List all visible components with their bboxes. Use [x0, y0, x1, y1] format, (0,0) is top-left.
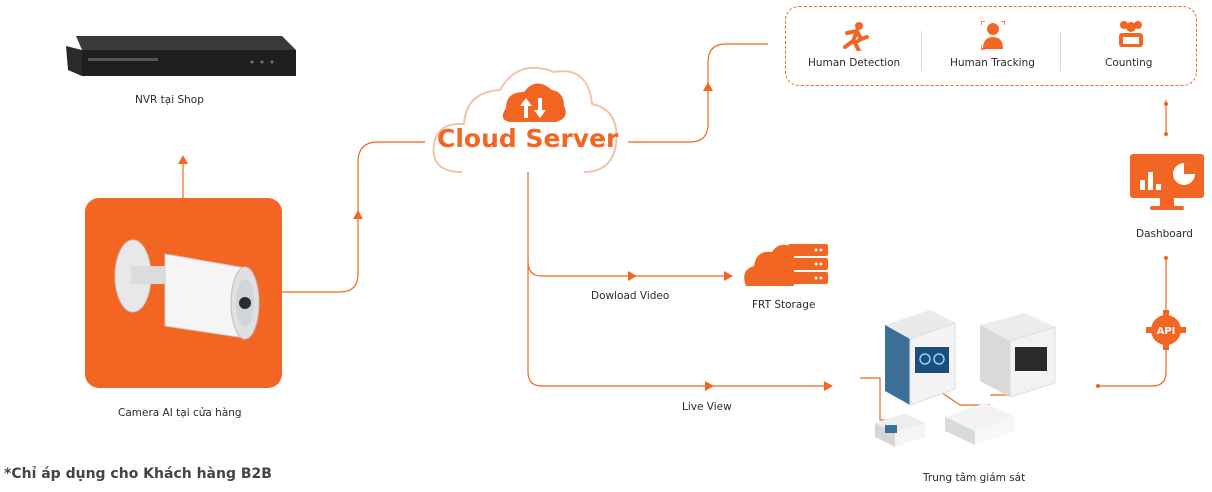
feature-divider — [1060, 31, 1061, 71]
dashboard-monitor-icon — [1130, 154, 1204, 210]
cloud-storage-icon — [744, 244, 828, 286]
storage-label: FRT Storage — [752, 299, 816, 311]
feature-label-counting: Counting — [1105, 57, 1153, 69]
nvr-label: NVR tại Shop — [135, 94, 204, 106]
camera-card — [85, 198, 282, 388]
camera-label: Camera AI tại cửa hàng — [118, 407, 242, 419]
group-count-icon — [1119, 21, 1143, 47]
footnote: *Chỉ áp dụng cho Khách hàng B2B — [4, 466, 272, 482]
bullet-camera-icon — [114, 239, 260, 340]
feature-divider — [921, 31, 922, 71]
arrow-up — [178, 155, 188, 164]
running-person-icon — [843, 22, 869, 51]
monitoring-center-label: Trung tâm giám sát — [923, 472, 1026, 484]
feature-label-human-tracking: Human Tracking — [950, 57, 1035, 69]
api-text: API — [1157, 326, 1176, 337]
api-gear-icon: API — [1146, 310, 1186, 350]
dashboard-label: Dashboard — [1136, 228, 1193, 240]
person-target-icon — [981, 21, 1005, 50]
cloud-server-icon — [432, 66, 618, 173]
feature-label-human-detection: Human Detection — [808, 57, 901, 69]
live-view-label: Live View — [682, 401, 732, 413]
download-video-label: Dowload Video — [591, 290, 670, 302]
monitoring-center-icon — [875, 310, 1056, 447]
ai-features-box: Human Detection Human Tracking Counting — [785, 6, 1197, 86]
cloud-server-title: Cloud Server — [437, 124, 619, 153]
nvr-device-icon — [66, 36, 296, 76]
